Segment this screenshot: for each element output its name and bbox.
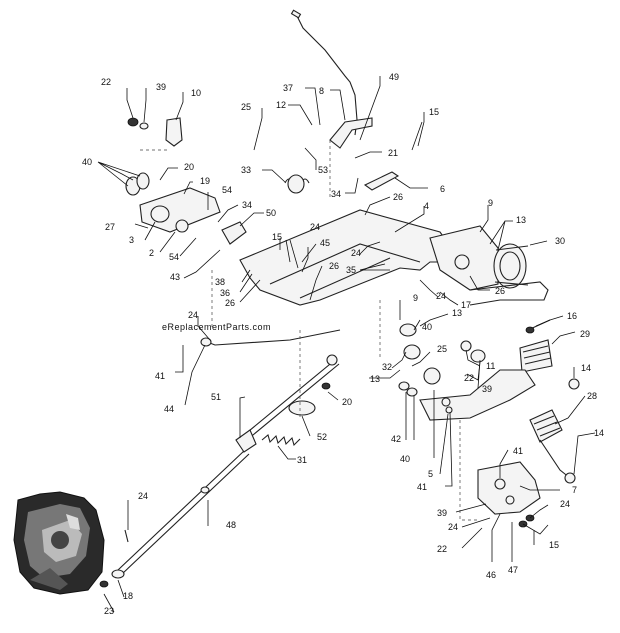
callout-46: 46 (486, 570, 496, 580)
shift-bracket (329, 117, 373, 149)
callout-26d: 26 (495, 286, 505, 296)
callout-47: 47 (508, 565, 518, 575)
pedal-bracket (477, 461, 541, 515)
shift-lever (363, 171, 400, 191)
callout-22c: 22 (437, 544, 447, 554)
callout-39: 39 (156, 82, 166, 92)
callout-54b: 54 (169, 252, 179, 262)
callout-52: 52 (317, 432, 327, 442)
callout-16: 16 (567, 311, 577, 321)
callout-37: 37 (283, 83, 293, 93)
callout-26b: 26 (329, 261, 339, 271)
callout-39b: 39 (482, 384, 492, 394)
callout-20: 20 (184, 162, 194, 172)
callout-9: 9 (488, 198, 493, 208)
main-shaft (117, 449, 250, 575)
linkage-rod-44 (201, 329, 341, 346)
callout-27: 27 (105, 222, 115, 232)
callout-26c: 26 (225, 298, 235, 308)
callout-40c: 40 (400, 454, 410, 464)
callout-18: 18 (123, 591, 133, 601)
callout-41b: 41 (417, 482, 427, 492)
clutch-hub (493, 243, 527, 289)
engine-inset-picture (13, 491, 105, 595)
callout-33: 33 (241, 165, 251, 175)
callout-24: 24 (310, 222, 320, 232)
callout-21: 21 (388, 148, 398, 158)
callout-9b: 9 (413, 293, 418, 303)
callout-15b: 15 (272, 232, 282, 242)
callout-5: 5 (428, 469, 433, 479)
callout-labels: 22 39 10 25 12 37 8 49 15 21 53 33 34 6 … (82, 72, 604, 616)
callout-43: 43 (170, 272, 180, 282)
callout-12: 12 (276, 100, 286, 110)
leader-lines (97, 76, 596, 613)
callout-24e: 24 (138, 491, 148, 501)
callout-13b: 13 (452, 308, 462, 318)
callout-2: 2 (149, 248, 154, 258)
upper-left-bracket (165, 117, 183, 147)
shift-rod (295, 13, 358, 136)
callout-40: 40 (82, 157, 92, 167)
callout-10: 10 (191, 88, 201, 98)
callout-15c: 15 (549, 540, 559, 550)
callout-34: 34 (331, 189, 341, 199)
callout-31: 31 (297, 455, 307, 465)
callout-3: 3 (129, 235, 134, 245)
callout-6: 6 (440, 184, 445, 194)
pedal-upper (519, 339, 553, 373)
callout-26: 26 (393, 192, 403, 202)
callout-24f: 24 (448, 522, 458, 532)
callout-15: 15 (429, 107, 439, 117)
callout-13: 13 (516, 215, 526, 225)
callout-49: 49 (389, 72, 399, 82)
callout-14b: 14 (594, 428, 604, 438)
callout-23: 23 (104, 606, 114, 616)
spring-plate (288, 400, 316, 416)
callout-50: 50 (266, 208, 276, 218)
callout-41: 41 (155, 371, 165, 381)
callout-42: 42 (391, 434, 401, 444)
callout-35: 35 (346, 265, 356, 275)
callout-51: 51 (211, 392, 221, 402)
main-frame (239, 209, 471, 306)
callout-8: 8 (319, 86, 324, 96)
callout-45: 45 (320, 238, 330, 248)
callout-40b: 40 (422, 322, 432, 332)
callout-4: 4 (424, 201, 429, 211)
callout-34b: 34 (242, 200, 252, 210)
callout-36: 36 (220, 288, 230, 298)
callout-24c: 24 (436, 291, 446, 301)
parts-artwork (99, 9, 580, 588)
callout-20b: 20 (342, 397, 352, 407)
callout-30: 30 (555, 236, 565, 246)
callout-22b: 22 (464, 373, 474, 383)
callout-24b: 24 (351, 248, 361, 258)
callout-24d: 24 (188, 310, 198, 320)
callout-48: 48 (226, 520, 236, 530)
callout-13c: 13 (370, 374, 380, 384)
callout-41c: 41 (513, 446, 523, 456)
callout-17: 17 (461, 300, 471, 310)
callout-25: 25 (241, 102, 251, 112)
callout-29: 29 (580, 329, 590, 339)
callout-28: 28 (587, 391, 597, 401)
callout-24g: 24 (560, 499, 570, 509)
callout-14: 14 (581, 363, 591, 373)
callout-54: 54 (222, 185, 232, 195)
callout-22: 22 (101, 77, 111, 87)
callout-7: 7 (572, 485, 577, 495)
watermark: eReplacementParts.com (162, 322, 271, 332)
callout-32: 32 (382, 362, 392, 372)
callout-39c: 39 (437, 508, 447, 518)
callout-19: 19 (200, 176, 210, 186)
callout-44: 44 (164, 404, 174, 414)
spring-31 (261, 434, 301, 447)
callout-38: 38 (215, 277, 225, 287)
callout-53: 53 (318, 165, 328, 175)
callout-11: 11 (486, 361, 495, 371)
callout-25b: 25 (437, 344, 447, 354)
